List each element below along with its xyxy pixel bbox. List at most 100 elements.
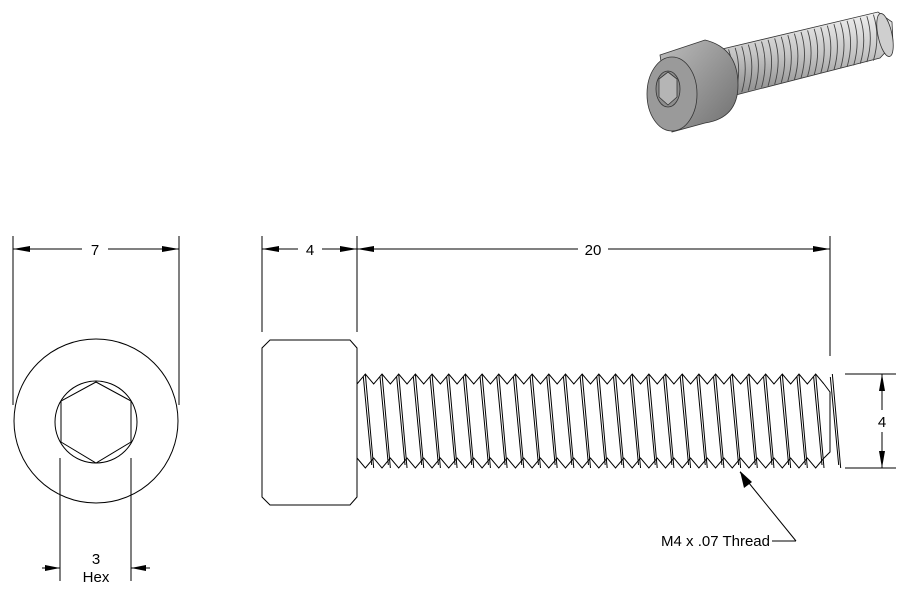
thread-helix-line: [431, 373, 441, 469]
iso-thread-line: [747, 44, 753, 91]
thread-helix-line: [713, 376, 723, 466]
iso-thread-line: [767, 39, 773, 87]
thread-helix-line: [596, 376, 606, 466]
thread-helix-line: [581, 373, 591, 469]
thread-helix-line: [763, 376, 773, 466]
thread-helix-line: [446, 376, 456, 466]
iso-thread-line: [833, 23, 838, 71]
iso-thread-line: [853, 19, 858, 66]
thread-helix-line: [381, 373, 391, 469]
iso-thread-line: [774, 38, 779, 85]
thread-helix-line: [429, 376, 439, 466]
isometric-bolt-render: [646, 11, 894, 133]
thread-helix-line: [579, 376, 589, 466]
thread-helix-line: [796, 376, 806, 466]
arrow-head: [879, 451, 885, 468]
thread-helix-line: [379, 376, 389, 466]
iso-thread-line: [793, 33, 799, 80]
thread-helix-line: [496, 376, 506, 466]
thread-helix-line: [813, 376, 823, 466]
arrow-head: [131, 565, 146, 571]
thread-helix-line: [464, 373, 475, 469]
thread-helix-line: [529, 376, 539, 466]
iso-thread-line: [800, 31, 805, 79]
thread-helix-line: [412, 376, 423, 466]
front-view: 7 3 Hex: [12, 236, 180, 586]
thread-helix-line: [729, 376, 740, 466]
thread-crest-bottom: [356, 457, 825, 469]
thread-helix-line: [396, 376, 406, 466]
thread-helix-line: [479, 376, 489, 466]
iso-thread-line: [780, 36, 786, 83]
thread-crest-top: [356, 373, 825, 385]
arrow-head: [813, 246, 830, 252]
iso-thread-line: [820, 27, 825, 74]
hex-socket-icon: [60, 381, 132, 464]
thread-helix-line: [663, 376, 673, 466]
thread-helix-line: [831, 373, 842, 469]
arrow-head: [45, 565, 60, 571]
thread-helix-line: [829, 376, 840, 466]
iso-thread-line: [787, 35, 792, 82]
shaft-length-label: 20: [585, 242, 602, 259]
iso-shaft-end: [876, 13, 894, 57]
thread-end-chamfer: [823, 383, 831, 459]
arrow-head: [879, 374, 885, 391]
arrow-head: [340, 246, 357, 252]
thread-helix-line: [481, 373, 491, 469]
thread-helix-line: [798, 373, 808, 469]
iso-thread-line: [866, 16, 871, 63]
thread-profile: [356, 373, 842, 469]
iso-thread-line: [807, 30, 812, 77]
thread-helix-line: [498, 373, 508, 469]
iso-hex-socket-icon: [658, 71, 678, 106]
thread-helix-line: [698, 373, 708, 469]
thread-helix-line: [362, 376, 373, 466]
thread-helix-line: [613, 376, 623, 466]
bolt-head-outline: [261, 339, 358, 506]
thread-helix-line: [681, 373, 692, 469]
thread-helix-line: [679, 376, 690, 466]
thread-helix-line: [696, 376, 706, 466]
hex-dimension-sublabel: Hex: [83, 569, 110, 586]
arrow-head: [162, 246, 179, 252]
thread-helix-line: [531, 373, 541, 469]
hex-dimension-label: 3: [92, 551, 100, 568]
thread-helix-line: [748, 373, 758, 469]
thread-helix-line: [715, 373, 725, 469]
arrow-head: [13, 246, 30, 252]
thread-helix-line: [448, 373, 458, 469]
arrow-head: [262, 246, 279, 252]
thread-helix-line: [398, 373, 408, 469]
head-outer-circle: [13, 338, 179, 504]
side-view: 4 20 4 M4 x .07 Thread: [261, 236, 896, 550]
thread-callout: M4 x .07 Thread: [661, 533, 770, 550]
thread-helix-line: [746, 376, 756, 466]
iso-thread-line: [826, 25, 832, 72]
thread-helix-line: [629, 376, 640, 466]
iso-thread-line: [872, 14, 878, 61]
thread-helix-line: [781, 373, 792, 469]
thread-helix-line: [648, 373, 658, 469]
thread-helix-line: [562, 376, 573, 466]
iso-thread-line: [813, 28, 819, 75]
thread-helix-line: [615, 373, 625, 469]
thread-helix-line: [414, 373, 425, 469]
thread-helix-line: [779, 376, 790, 466]
thread-helix-line: [765, 373, 775, 469]
iso-thread-line: [741, 46, 746, 93]
iso-thread-line: [859, 17, 865, 64]
iso-threads: [721, 14, 878, 98]
thread-helix-line: [546, 376, 556, 466]
thread-helix-line: [598, 373, 608, 469]
thread-helix-line: [815, 373, 825, 469]
thread-helix-line: [646, 376, 656, 466]
thread-helix-line: [548, 373, 558, 469]
diameter-dimension-label: 7: [91, 242, 99, 259]
arrow-head: [357, 246, 374, 252]
iso-thread-line: [754, 42, 759, 90]
thread-helix-line: [731, 373, 742, 469]
iso-thread-line: [840, 22, 845, 69]
socket-circle: [54, 380, 138, 464]
